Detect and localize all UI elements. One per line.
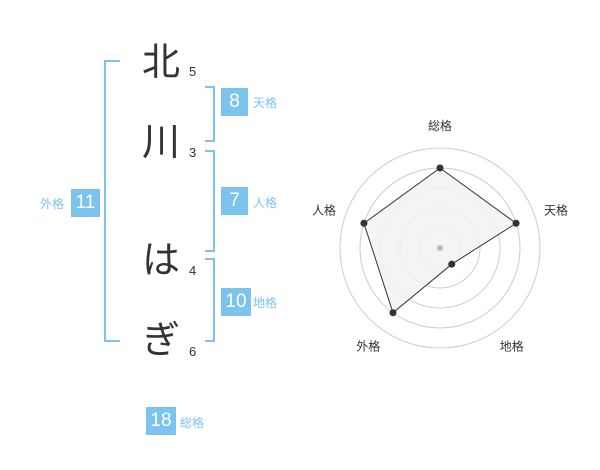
soukaku-label: 総格 <box>180 416 205 430</box>
tenkaku-value: 8 <box>221 88 248 116</box>
radar-point-3 <box>448 260 456 268</box>
radar-point-4 <box>389 309 397 317</box>
radar-point-2 <box>512 219 520 227</box>
chikaku-bracket <box>205 258 215 342</box>
radar-ring <box>339 147 541 349</box>
name-char-3: は <box>141 238 180 282</box>
stroke-count-4: 6 <box>189 344 197 359</box>
radar-area <box>363 167 517 314</box>
soukaku-value: 18 <box>146 407 176 435</box>
name-char-1: 北 <box>141 40 180 84</box>
radar-point-5 <box>360 219 368 227</box>
name-char-4: ぎ <box>141 318 180 362</box>
tenkaku-label: 天格 <box>253 96 278 110</box>
jinkaku-bracket <box>205 150 215 252</box>
jinkaku-value: 7 <box>221 187 248 215</box>
radar-axis-label-1: 総格 <box>428 118 452 133</box>
chikaku-value: 10 <box>221 288 251 316</box>
gaikaku-bracket <box>104 60 120 342</box>
gaikaku-label: 外格 <box>40 197 65 211</box>
radar-axis-label-4: 外格 <box>356 339 380 354</box>
gaikaku-value: 11 <box>71 189 100 217</box>
stroke-count-2: 3 <box>189 145 197 160</box>
radar-point-1 <box>436 164 444 172</box>
radar-axis-label-5: 人格 <box>312 202 336 217</box>
stroke-count-3: 4 <box>189 263 197 278</box>
tenkaku-bracket <box>205 86 215 142</box>
name-char-2: 川 <box>141 120 180 164</box>
radar-center-point <box>437 245 443 251</box>
radar-axis-label-2: 天格 <box>544 202 568 217</box>
jinkaku-label: 人格 <box>253 196 278 210</box>
chikaku-label: 地格 <box>253 296 278 310</box>
radar-axis-label-3: 地格 <box>500 339 524 354</box>
stroke-count-1: 5 <box>189 64 197 79</box>
